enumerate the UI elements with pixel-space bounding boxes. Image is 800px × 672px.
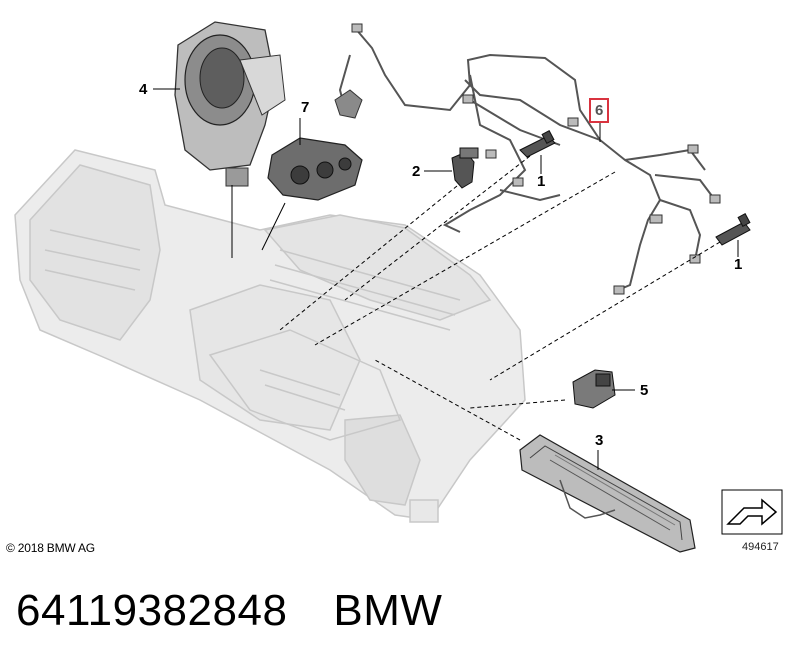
leader-lines	[153, 88, 739, 470]
part-5-connector-block	[572, 369, 616, 409]
part-1-sensor-upper	[519, 130, 556, 158]
copyright-notice: © 2018 BMW AG	[6, 541, 95, 555]
callout-4: 4	[139, 81, 148, 98]
brand-name: BMW	[333, 586, 443, 635]
callout-3: 3	[595, 432, 604, 449]
exploded-parts-diagram	[14, 21, 783, 553]
callout-7: 7	[301, 99, 310, 116]
part-1-sensor-right	[715, 213, 751, 246]
part-number: 64119382848	[16, 586, 288, 635]
part-2-temperature-sensor	[451, 147, 479, 189]
part-3-heat-exchanger	[519, 434, 696, 553]
callout-2: 2	[412, 163, 421, 180]
callout-6-highlighted: 6	[589, 98, 610, 123]
callout-5: 5	[640, 382, 649, 399]
part-7-control-module	[267, 137, 363, 201]
callout-1-right: 1	[734, 256, 743, 273]
harness-connectors	[334, 23, 721, 295]
dashed-leader-lines	[279, 155, 721, 441]
hvac-housing	[14, 149, 526, 523]
part-4-blower-motor	[174, 21, 286, 187]
orientation-icon	[721, 489, 783, 535]
diagram-number: 494617	[742, 541, 779, 553]
callout-1-upper: 1	[537, 173, 546, 190]
part-number-line: 64119382848 BMW	[16, 586, 442, 636]
